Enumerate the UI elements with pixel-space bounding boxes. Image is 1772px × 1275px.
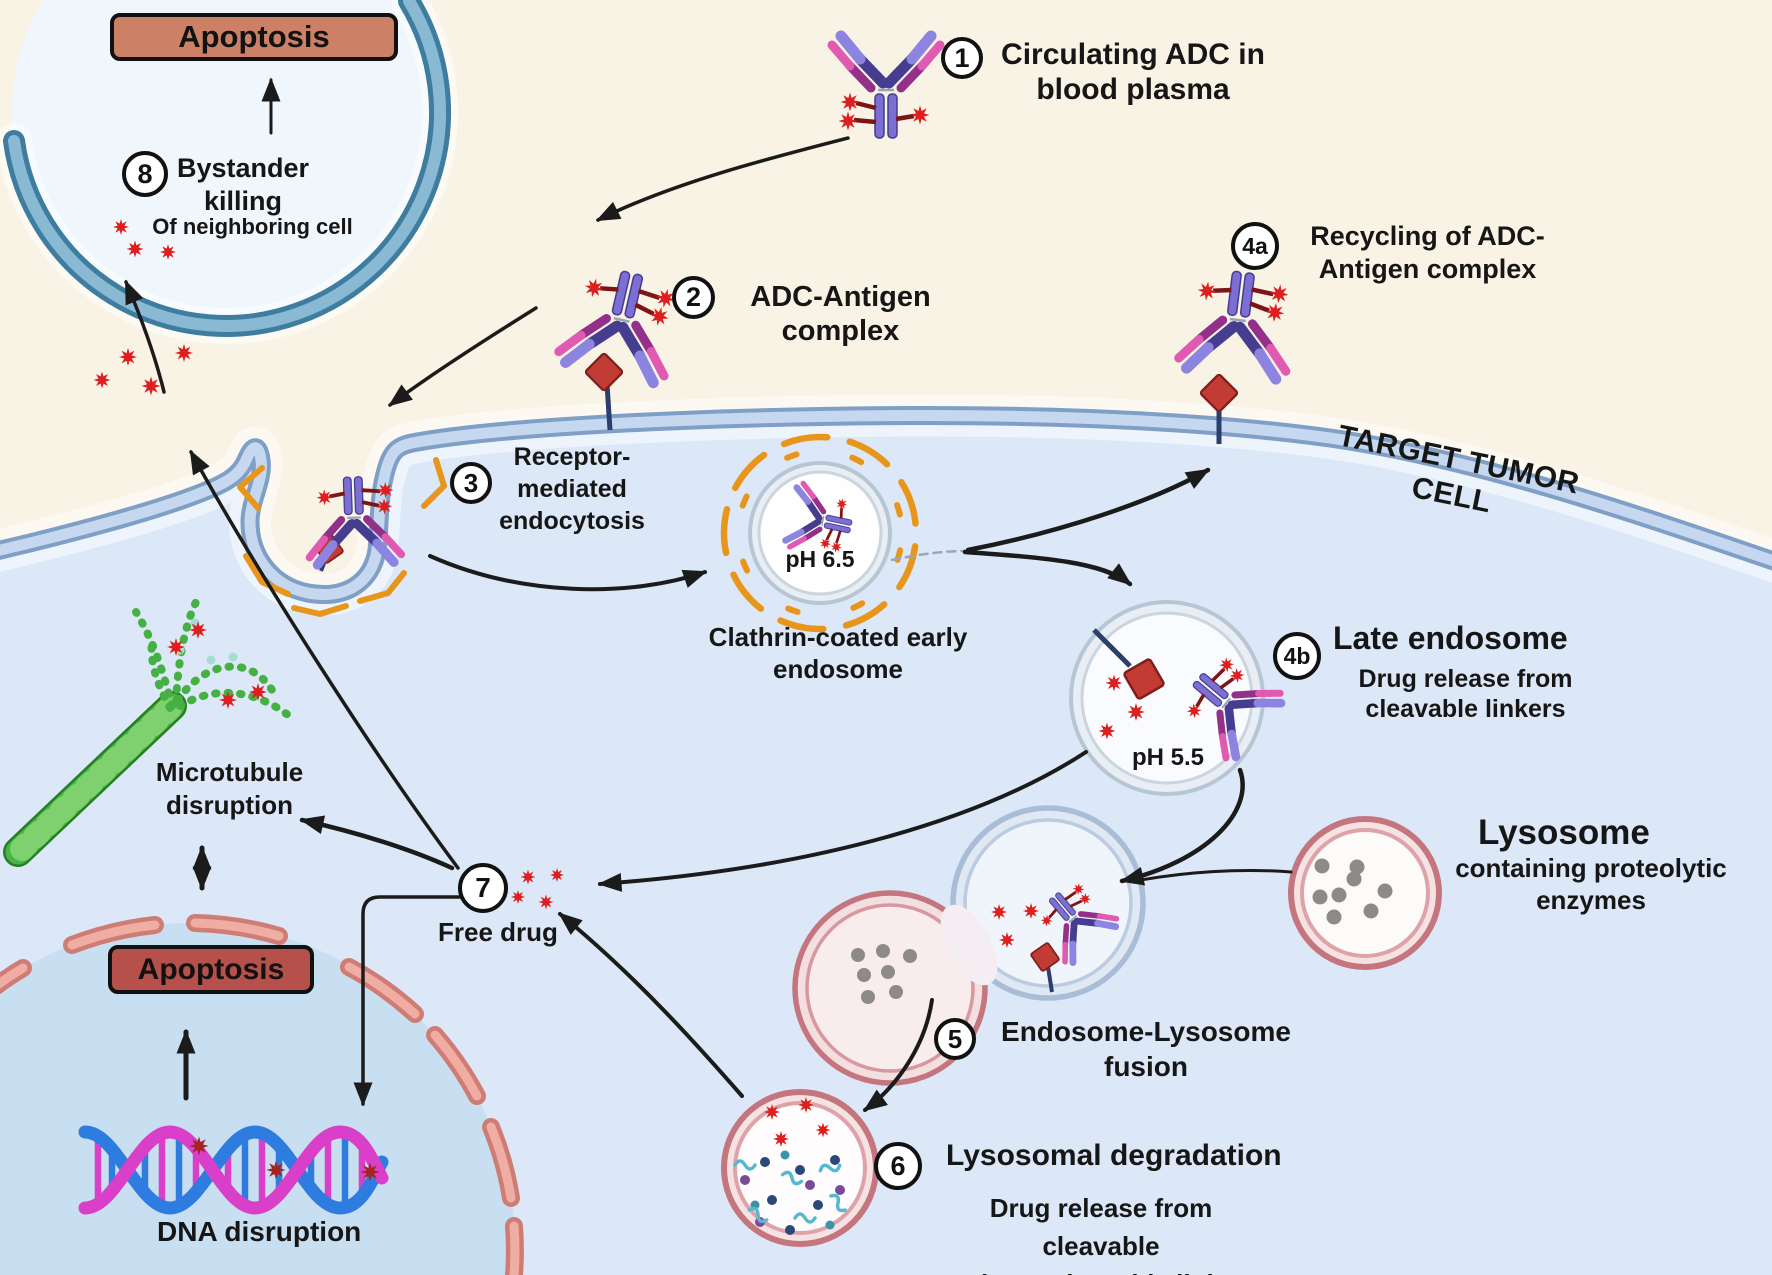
neighboring-cell: [0, 0, 458, 344]
step8-badge: 8: [122, 151, 168, 197]
step4a-label: Recycling of ADC-Antigen complex: [1310, 221, 1545, 284]
adc-molecules: [307, 36, 1297, 572]
step7-badge: 7: [458, 863, 508, 913]
flow-arrows: [124, 77, 1293, 1112]
step6-badge: 6: [874, 1142, 922, 1190]
step3-badge: 3: [450, 462, 492, 504]
step6-subtitle: Drug release from cleavableand non-cleav…: [942, 1193, 1260, 1275]
step4b-title: Late endosome: [1333, 620, 1568, 656]
apoptosis-box-neighbor: Apoptosis: [110, 13, 398, 61]
clathrin-pit-coat: [237, 457, 447, 617]
step7-label: Free drug: [438, 917, 558, 947]
step6-title: Lysosomal degradation: [946, 1139, 1282, 1172]
dna-disruption-label: DNA disruption: [157, 1216, 362, 1247]
nucleus: [0, 923, 515, 1275]
step4a-badge: 4a: [1231, 222, 1279, 270]
early-endosome: [720, 433, 920, 633]
step4b-badge: 4b: [1273, 632, 1321, 680]
step1-badge: 1: [941, 37, 983, 79]
late-endosome: [1069, 600, 1286, 796]
ph-late-label: pH 5.5: [1131, 744, 1205, 771]
apoptosis-box-nucleus: Apoptosis: [108, 945, 314, 994]
lysosome: [1288, 816, 1442, 970]
ph-early-label: pH 6.5: [785, 546, 855, 572]
lysosome-title: Lysosome: [1478, 813, 1650, 852]
step8-subtitle: Of neighboring cell: [152, 214, 353, 239]
dna-helix-icon: [78, 1125, 389, 1215]
step5-badge: 5: [934, 1018, 976, 1060]
nuclear-envelope: [0, 914, 524, 1275]
step2-badge: 2: [672, 276, 715, 319]
degradation-vesicle: [721, 1089, 879, 1247]
microtubule-icon: [3, 598, 292, 867]
